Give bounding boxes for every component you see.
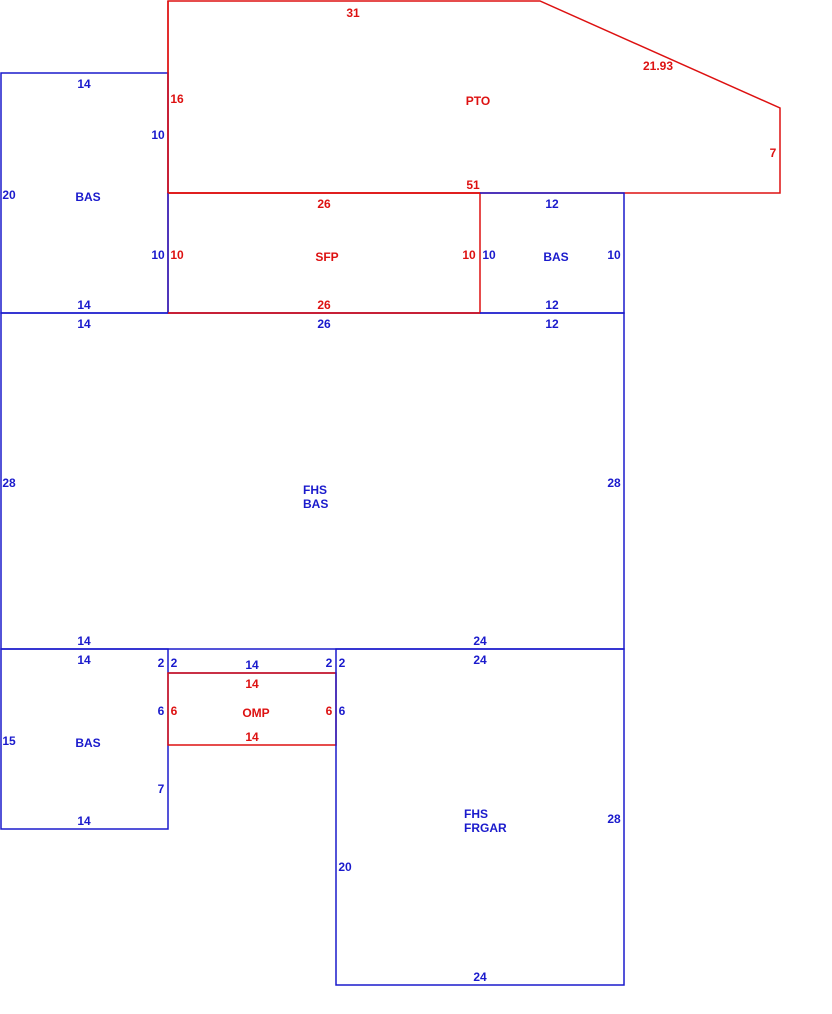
dim-label: 10 <box>607 248 621 262</box>
main-house-outline <box>0 312 625 650</box>
dim-label: 14 <box>245 658 259 672</box>
garage-label-line1: FHS <box>464 807 488 821</box>
dim-label: 24 <box>473 653 487 667</box>
dim-label: 28 <box>607 476 621 490</box>
dim-label: 24 <box>473 634 487 648</box>
dim-label: 2 <box>171 656 178 670</box>
dim-label: 26 <box>317 298 331 312</box>
dim-label: 6 <box>171 704 178 718</box>
bas-top-left-label: BAS <box>75 190 100 204</box>
main-label-line2: BAS <box>303 497 328 511</box>
dim-label: 14 <box>77 634 91 648</box>
dim-label: 12 <box>545 197 559 211</box>
dim-label: 15 <box>2 734 16 748</box>
garage-outline <box>335 648 625 986</box>
dim-label: 14 <box>77 317 91 331</box>
dim-label: 10 <box>482 248 496 262</box>
dim-label: 14 <box>77 653 91 667</box>
dim-label: 26 <box>317 197 331 211</box>
dim-label: 10 <box>151 248 165 262</box>
dim-label: 12 <box>545 317 559 331</box>
dim-label: 10 <box>170 248 184 262</box>
garage-label-line2: FRGAR <box>464 821 507 835</box>
pto-label: PTO <box>466 94 490 108</box>
dim-label: 20 <box>2 188 16 202</box>
dim-label: 14 <box>77 814 91 828</box>
dim-label: 21.93 <box>643 59 673 73</box>
dim-label: 12 <box>545 298 559 312</box>
dim-label: 16 <box>170 92 184 106</box>
dim-label: 28 <box>607 812 621 826</box>
dim-label: 14 <box>245 730 259 744</box>
bas-bottom-left-label: BAS <box>75 736 100 750</box>
dim-label: 6 <box>326 704 333 718</box>
dim-label: 28 <box>2 476 16 490</box>
sfp-label: SFP <box>315 250 338 264</box>
dim-label: 6 <box>158 704 165 718</box>
dim-label: 26 <box>317 317 331 331</box>
omp-label: OMP <box>242 706 269 720</box>
dim-label: 7 <box>770 146 777 160</box>
dim-label: 31 <box>346 6 360 20</box>
dim-label: 51 <box>466 178 480 192</box>
dim-label: 2 <box>326 656 333 670</box>
dim-label: 10 <box>462 248 476 262</box>
dim-label: 24 <box>473 970 487 984</box>
dim-label: 10 <box>151 128 165 142</box>
main-label-line1: FHS <box>303 483 327 497</box>
dim-label: 6 <box>339 704 346 718</box>
bas-top-right-label: BAS <box>543 250 568 264</box>
dim-label: 14 <box>77 298 91 312</box>
dim-label: 2 <box>339 656 346 670</box>
dim-label: 2 <box>158 656 165 670</box>
dim-label: 7 <box>158 782 165 796</box>
dim-label: 14 <box>77 77 91 91</box>
dim-label: 14 <box>245 677 259 691</box>
dim-label: 20 <box>338 860 352 874</box>
